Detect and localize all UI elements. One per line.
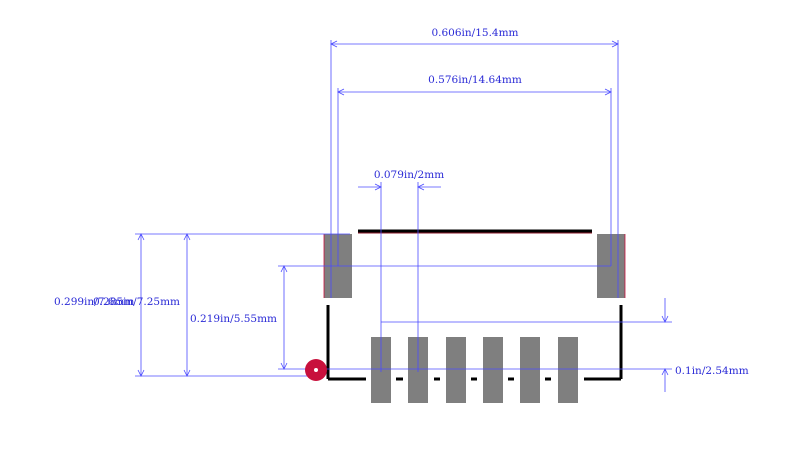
dimension-lines [135,40,672,392]
component-outline [326,229,623,381]
pin-pad-6 [558,337,578,403]
label-body-height: 0.219in/5.55mm [190,313,277,325]
label-inner-width: 0.576in/14.64mm [428,74,522,86]
label-left-b: 0.285in/7.25mm [93,296,180,308]
pin-pad-3 [446,337,466,403]
label-overall-width: 0.606in/15.4mm [431,27,518,39]
pin-pad-5 [520,337,540,403]
pin1-marker [305,359,327,381]
pin-pad-4 [483,337,503,403]
label-pin-offset: 0.1in/2.54mm [675,365,749,377]
pin-pads [371,337,578,403]
label-left-a: 0.299in/7.6mm [54,296,134,308]
label-pitch: 0.079in/2mm [374,169,444,181]
